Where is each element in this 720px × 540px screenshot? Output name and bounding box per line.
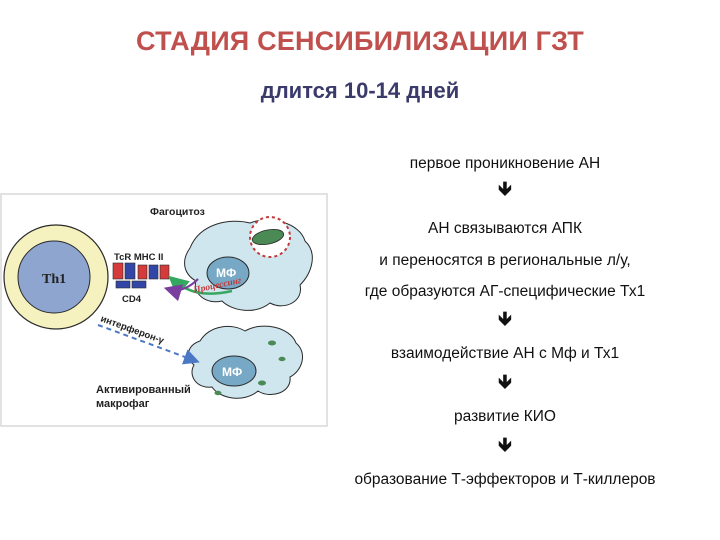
th1-cell-nucleus bbox=[17, 240, 91, 314]
bacterium-icon bbox=[251, 228, 285, 246]
down-arrow-icon: 🡻 bbox=[498, 435, 512, 456]
activated-macrophage-label-line-1: Активированный bbox=[96, 384, 191, 396]
flow-step-2-line-1: АН связываются АПК bbox=[428, 220, 582, 237]
macrophage-nucleus-bottom bbox=[211, 355, 257, 387]
macrophage-label-top: МФ bbox=[216, 266, 236, 280]
cd4-receptor bbox=[131, 280, 147, 289]
tcr-receptor bbox=[112, 262, 124, 280]
flow-step-1: первое проникновение АН bbox=[409, 155, 601, 172]
macrophage-label-bottom: МФ bbox=[222, 365, 242, 379]
vesicle-icon bbox=[258, 380, 266, 386]
presentation-arrow bbox=[163, 278, 199, 302]
flow-step-3: взаимодействие АН с Мф и Тх1 bbox=[390, 345, 620, 362]
tcr-receptor bbox=[124, 262, 136, 280]
down-arrow-icon: 🡻 bbox=[498, 372, 512, 393]
tcr-mhc-label: TcR MHC II bbox=[114, 252, 163, 263]
mhc-receptor bbox=[159, 264, 170, 280]
vesicle-icon bbox=[278, 356, 286, 362]
slide-subtitle: длится 10-14 дней bbox=[260, 78, 460, 103]
vesicle-icon bbox=[268, 340, 276, 346]
processing-arrow bbox=[168, 275, 233, 297]
cd4-label: CD4 bbox=[122, 294, 142, 305]
cd4-receptor bbox=[115, 280, 131, 289]
macrophage-nucleus-top bbox=[206, 256, 250, 290]
down-arrow-icon: 🡻 bbox=[498, 179, 512, 200]
immune-interaction-diagram: Фагоцитоз Th1 TcR MHC II CD4 МФ Процесси… bbox=[0, 193, 330, 428]
macrophage-cell-top bbox=[184, 219, 313, 311]
flow-step-5: образование Т-эффекторов и Т-киллеров bbox=[354, 471, 656, 488]
down-arrow-icon: 🡻 bbox=[498, 309, 512, 330]
mhc-receptor bbox=[148, 264, 159, 280]
slide-title: СТАДИЯ СЕНСИБИЛИЗАЦИИ ГЗТ bbox=[136, 26, 584, 56]
phagocytosis-label: Фагоцитоз bbox=[150, 206, 205, 218]
th1-label: Th1 bbox=[42, 272, 66, 287]
activated-macrophage-label-line-2: макрофаг bbox=[96, 398, 150, 410]
vesicle-icon bbox=[214, 390, 222, 396]
flow-step-4: развитие КИО bbox=[454, 408, 556, 425]
flow-step-2-line-3: где образуются АГ-специфические Тх1 bbox=[364, 283, 646, 300]
flow-step-2-line-2: и переносятся в региональные л/у, bbox=[379, 252, 631, 269]
mhc-receptor bbox=[137, 264, 148, 280]
